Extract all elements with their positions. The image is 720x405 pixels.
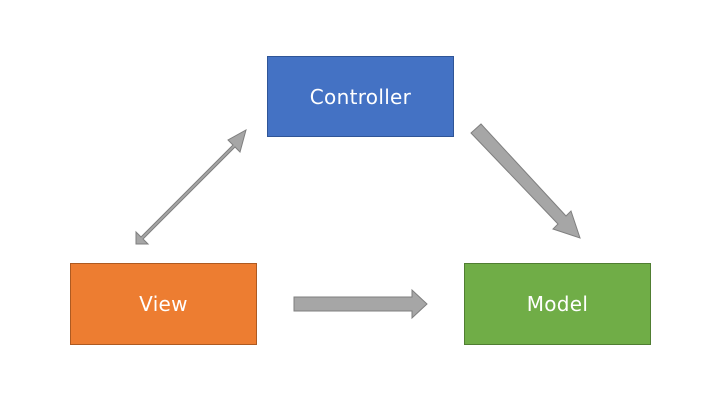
- controller-box: Controller: [267, 56, 454, 137]
- view-box: View: [70, 263, 257, 345]
- arrow-view-model: [293, 288, 428, 320]
- arrow-controller-model: [470, 123, 581, 239]
- controller-label: Controller: [309, 84, 412, 109]
- model-box: Model: [464, 263, 651, 345]
- model-label: Model: [526, 292, 589, 316]
- arrow-view-controller: [135, 128, 247, 245]
- view-label: View: [139, 292, 188, 316]
